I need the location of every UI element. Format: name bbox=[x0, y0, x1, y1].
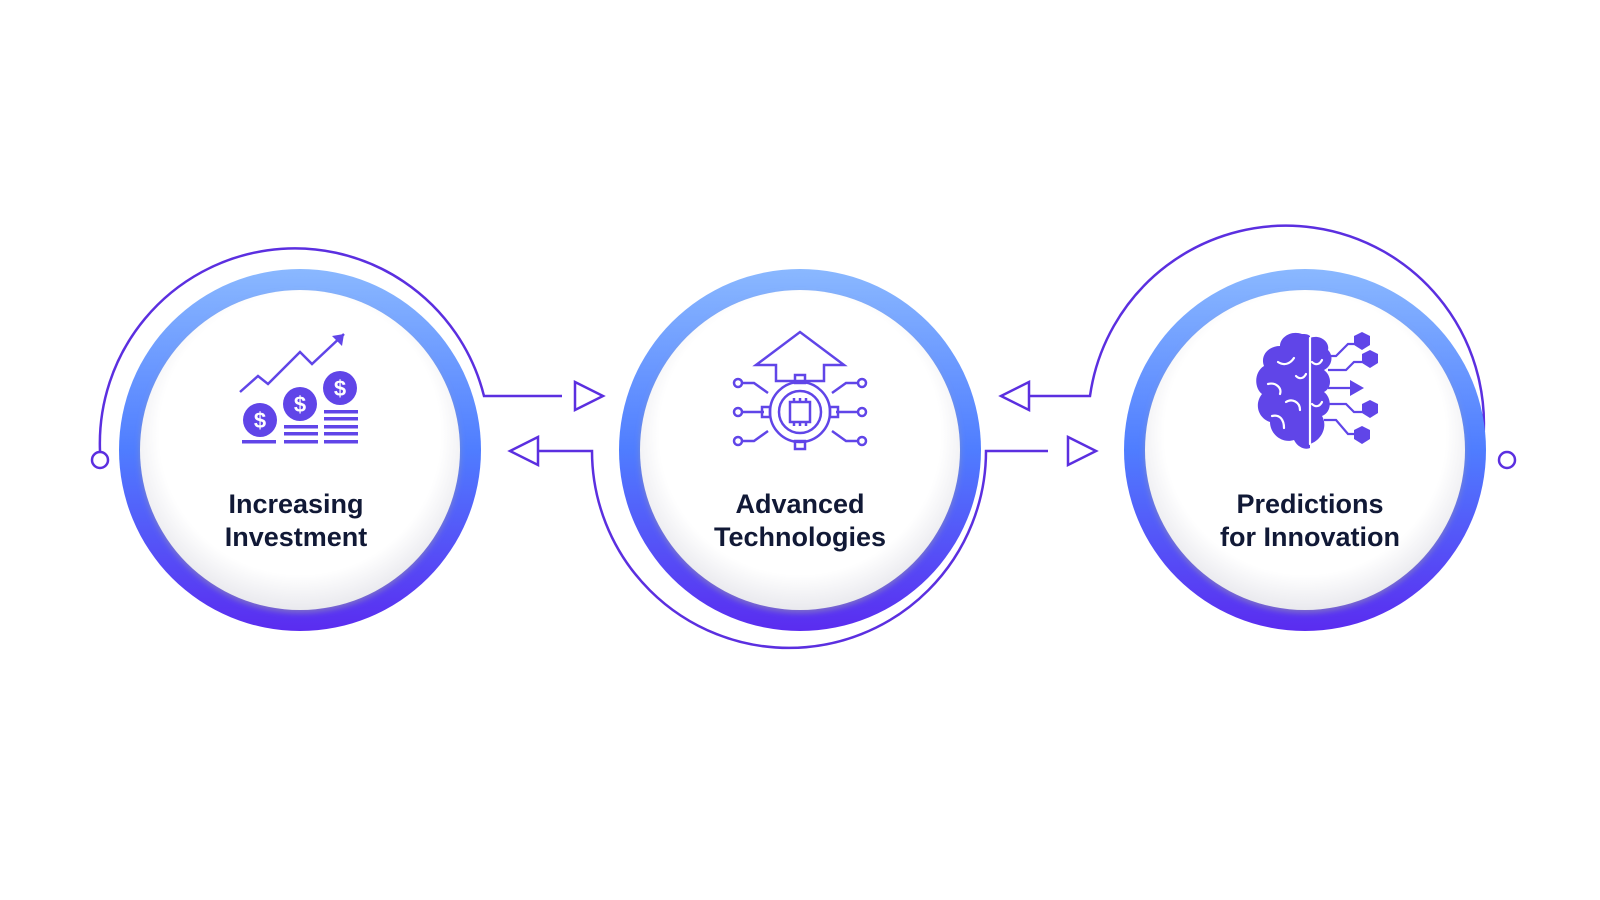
coins-growth-icon: $ $ $ bbox=[239, 333, 358, 444]
chip-gear-arrow-icon bbox=[732, 330, 868, 451]
left-outer-arc bbox=[98, 247, 562, 452]
node-innovation bbox=[1124, 269, 1486, 631]
right-outer-arc bbox=[1008, 224, 1486, 452]
arrow-right-2-icon bbox=[1066, 434, 1099, 468]
middle-outer-arc bbox=[525, 449, 1048, 650]
node-investment bbox=[119, 269, 481, 631]
arrow-right-1-icon bbox=[573, 379, 606, 413]
arrow-left-1-icon bbox=[507, 434, 540, 468]
label-innovation-line-2: for Innovation bbox=[1220, 522, 1400, 552]
label-investment: Increasing Investment bbox=[166, 488, 426, 554]
right-end-dot bbox=[1497, 450, 1517, 470]
arrowheads bbox=[507, 379, 1099, 468]
label-innovation-line-1: Predictions bbox=[1236, 489, 1384, 519]
svg-text:$: $ bbox=[254, 408, 266, 433]
label-technologies-line-1: Advanced bbox=[735, 489, 865, 519]
label-technologies-line-2: Technologies bbox=[713, 522, 887, 552]
arrow-left-2-icon bbox=[998, 379, 1031, 413]
svg-text:$: $ bbox=[294, 392, 306, 417]
label-investment-line-2: Investment bbox=[224, 522, 368, 552]
label-technologies: Advanced Technologies bbox=[670, 488, 930, 554]
ai-brain-icon bbox=[1256, 332, 1378, 449]
label-investment-line-1: Increasing bbox=[228, 489, 364, 519]
connector-lines bbox=[98, 224, 1486, 650]
label-innovation: Predictions for Innovation bbox=[1180, 488, 1440, 554]
left-end-dot bbox=[90, 450, 110, 470]
svg-text:$: $ bbox=[334, 376, 346, 401]
